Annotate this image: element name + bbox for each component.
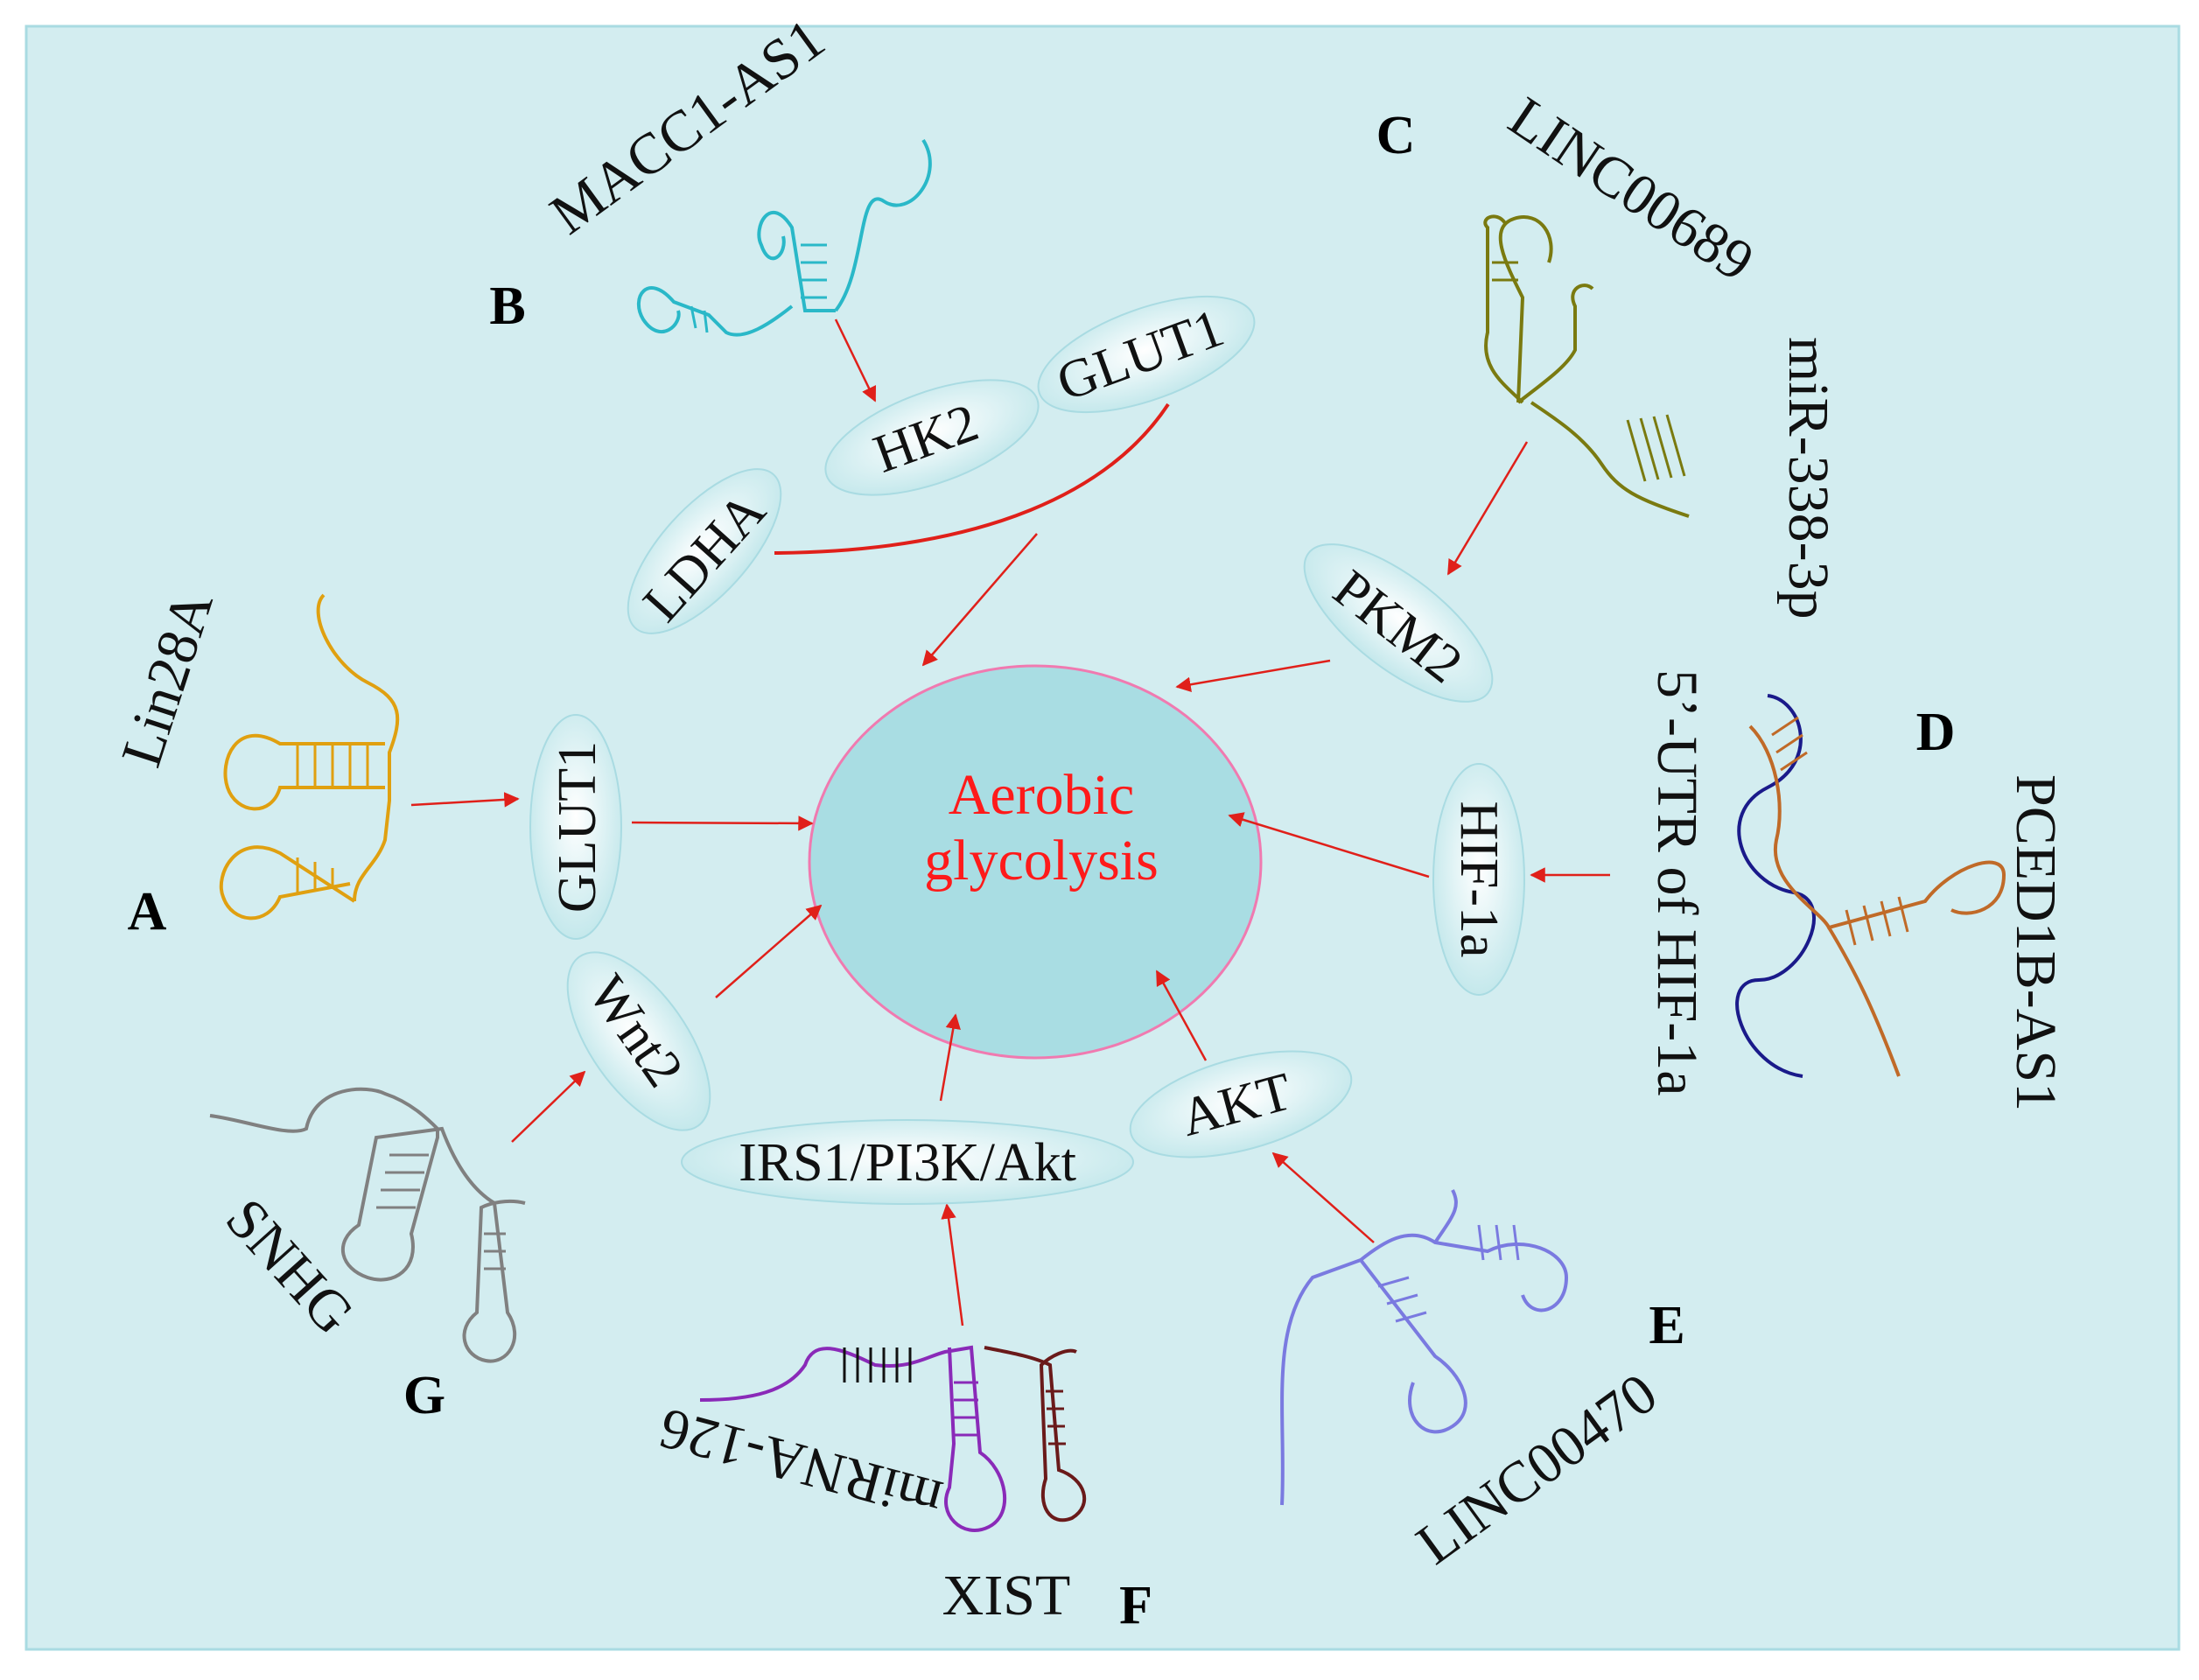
label-pced1b-as1: PCED1B-AS1 (2004, 774, 2068, 1111)
label-hif1a-utr: 5’-UTR of HIF-1a (1645, 669, 1709, 1096)
node-hif1a: HIF-1a (1432, 763, 1525, 996)
letter-d: D (1916, 703, 1956, 762)
center-label-line1: Aerobic (949, 763, 1135, 827)
arrows (410, 318, 1610, 1326)
arrow-lin28a-to-glut1 (410, 792, 520, 808)
rna-pced1b-as1 (1748, 716, 2006, 1077)
arrow-b-to-center (921, 533, 1038, 667)
arrow-xist-to-irs1 (941, 1203, 964, 1326)
node-akt: AKT (1129, 1050, 1353, 1158)
node-hk2: HK2 (824, 379, 1040, 496)
letter-g: G (403, 1366, 445, 1425)
arrow-macc1-to-hk2 (834, 318, 877, 402)
arrow-linc00470-to-akt (1271, 1152, 1375, 1243)
label-mir-338-3p: miR-338-3p (1776, 337, 1840, 620)
arrow-wnt2-to-center (715, 904, 823, 998)
letter-b: B (489, 276, 525, 336)
arrow-glut1-to-center (631, 816, 814, 831)
arrow-akt-to-center (1155, 970, 1208, 1061)
node-irs1: IRS1/PI3K/Akt (681, 1119, 1134, 1205)
arrow-snhg-to-wnt2 (511, 1070, 586, 1143)
arrow-irs1-to-center (939, 1013, 961, 1102)
rna-linc00470 (1280, 1189, 1569, 1506)
rna-xist (699, 1345, 1006, 1532)
label-xist: XIST (942, 1564, 1071, 1628)
node-glut1-a-label: GLUT1 (548, 741, 607, 913)
letter-e: E (1649, 1296, 1684, 1355)
arrow-linc00689-to-pkm2 (1446, 441, 1529, 576)
rna-snhg (209, 1087, 526, 1363)
arrow-hif1a-to-center (1228, 812, 1430, 878)
rna-linc00689 (1483, 214, 1690, 518)
center-node: Aerobic glycolysis (808, 664, 1263, 1060)
rna-mirna-126 (984, 1346, 1087, 1522)
rna-macc1-as1 (637, 138, 932, 337)
letter-a: A (128, 882, 167, 942)
rna-lin28a (219, 593, 400, 920)
node-irs1-label: IRS1/PI3K/Akt (739, 1133, 1076, 1193)
curve-glut1-ldha (774, 402, 1170, 555)
letter-f: F (1119, 1576, 1152, 1635)
center-label-line2: glycolysis (924, 829, 1159, 892)
node-glut1-a: GLUT1 (529, 714, 622, 940)
arrow-pkm2-to-center (1175, 659, 1331, 692)
node-hif1a-label: HIF-1a (1449, 801, 1509, 957)
letter-c: C (1376, 106, 1416, 165)
